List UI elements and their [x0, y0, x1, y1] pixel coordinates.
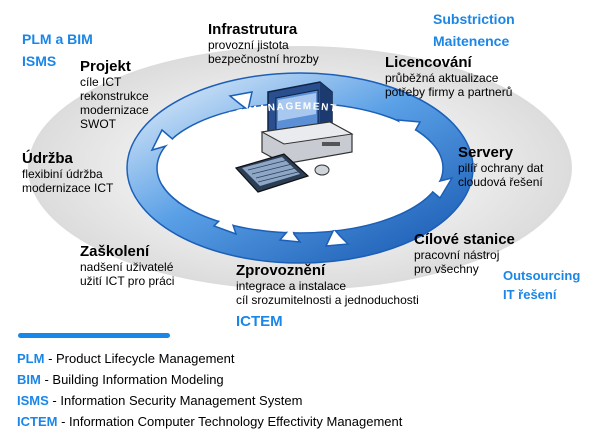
stage-line: pilíř ochrany dat	[458, 161, 544, 175]
legend-divider	[18, 333, 170, 338]
legend-text: - Product Lifecycle Management	[44, 351, 235, 366]
legend-abbr: ICTEM	[17, 414, 58, 429]
stage-title: Projekt	[80, 58, 131, 75]
stage-title: Zprovoznění	[236, 262, 326, 279]
stage-line: SWOT	[80, 117, 116, 131]
stage-line: nadšení uživatelé	[80, 260, 174, 274]
ictem-label: ICTEM	[236, 313, 283, 330]
isms-label: ISMS	[22, 53, 57, 69]
stage-line: integrace a instalace	[236, 279, 347, 293]
stage-line: flexibiní údržba	[22, 167, 103, 181]
legend-abbr: ISMS	[17, 393, 49, 408]
stage-line: provozní jistota	[208, 38, 289, 52]
stage-line: pracovní nástroj	[414, 248, 500, 262]
it-reseni-label: IT řešení	[503, 287, 557, 302]
stage-udrzba: Údržba flexibiní údržba modernizace ICT	[22, 150, 113, 195]
stage-line: modernizace	[80, 103, 149, 117]
lifecycle-diagram: LIFECYCLE MANAGEMENT LIFECYCLE MANAGEMEN…	[28, 46, 572, 290]
stage-zprovozneni: Zprovoznění integrace a instalace cíl sr…	[236, 262, 419, 307]
stage-line: cíle ICT	[80, 75, 122, 89]
stage-line: pro všechny	[414, 262, 479, 276]
stage-line: průběžná aktualizace	[385, 71, 499, 85]
mouse-icon	[314, 164, 330, 176]
stage-line: potřeby firmy a partnerů	[385, 85, 513, 99]
stage-licencovani: Licencování průběžná aktualizace potřeby…	[385, 54, 512, 99]
legend-text: - Building Information Modeling	[40, 372, 224, 387]
stage-cilove-stanice: Cílové stanice pracovní nástroj pro všec…	[414, 231, 515, 276]
stage-title: Údržba	[22, 150, 73, 167]
stage-title: Zaškolení	[80, 243, 150, 260]
legend-text: - Information Computer Technology Effect…	[57, 414, 403, 429]
stage-line: modernizace ICT	[22, 181, 114, 195]
stage-title: Servery	[458, 144, 514, 161]
legend-abbr: PLM	[17, 351, 45, 366]
plm-bim-label: PLM a BIM	[22, 31, 93, 47]
stage-projekt: Projekt cíle ICT rekonstrukce modernizac…	[80, 58, 149, 131]
stage-line: bezpečnostní hrozby	[208, 52, 319, 66]
legend-row-ictem: ICTEM - Information Computer Technology …	[17, 414, 402, 430]
stage-title: Licencování	[385, 54, 472, 71]
substriction-label: Substriction	[433, 11, 515, 27]
legend-abbr: BIM	[17, 372, 41, 387]
stage-zaskoleni: Zaškolení nadšení uživatelé užití ICT pr…	[80, 243, 174, 288]
stage-servery: Servery pilíř ochrany dat cloudová řešen…	[458, 144, 543, 189]
legend-row-isms: ISMS - Information Security Management S…	[17, 393, 302, 409]
stage-line: užití ICT pro práci	[80, 274, 175, 288]
legend-row-plm: PLM - Product Lifecycle Management	[17, 351, 235, 367]
stage-line: cloudová řešení	[458, 175, 543, 189]
stage-title: Infrastrutura	[208, 21, 298, 38]
outsourcing-label: Outsourcing	[503, 268, 581, 283]
stage-infrastrutura: Infrastrutura provozní jistota bezpečnos…	[208, 21, 319, 66]
stage-line: cíl srozumitelnosti a jednoduchosti	[236, 293, 419, 307]
stage-line: rekonstrukce	[80, 89, 149, 103]
legend-row-bim: BIM - Building Information Modeling	[17, 372, 224, 388]
legend-text: - Information Security Management System	[48, 393, 303, 408]
maitenence-label: Maitenence	[433, 33, 510, 49]
computer-monitor-icon	[260, 81, 354, 165]
stage-title: Cílové stanice	[414, 231, 515, 248]
keyboard-icon	[234, 153, 310, 193]
